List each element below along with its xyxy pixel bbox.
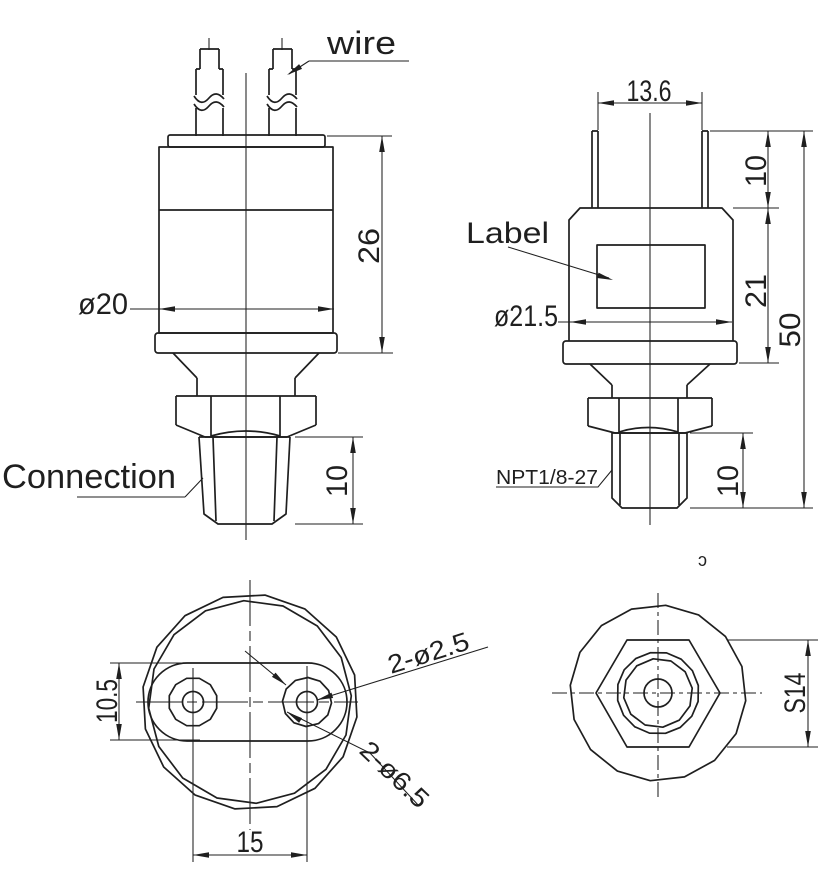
arrow-icon <box>596 272 614 283</box>
arrow-icon <box>350 508 356 524</box>
wire-leader <box>288 60 409 75</box>
side-view: 13.6 10 Label ø21.5 21 50 NPT1/8-27 10 ɔ <box>466 75 813 570</box>
arrow-icon <box>116 724 122 740</box>
small-hole-leader <box>316 646 489 701</box>
terminal-pitch-value: 15 <box>237 826 264 859</box>
wire-terminal-right <box>266 48 298 136</box>
label-callout: Label <box>466 217 549 250</box>
terminal-boss-left <box>168 677 218 727</box>
bottom-outline <box>142 594 358 810</box>
hex-chamfer-circle <box>616 651 700 735</box>
arrow-icon <box>285 64 303 78</box>
bottom-centerlines <box>136 580 358 862</box>
hex-thread-circle <box>622 657 694 729</box>
hex-view: S14 <box>552 593 818 798</box>
arrow-icon <box>193 852 209 858</box>
side-dimensions <box>496 92 813 509</box>
arrow-icon <box>765 131 771 147</box>
arrow-icon <box>801 131 807 147</box>
side-body <box>568 207 734 341</box>
arrow-icon <box>159 306 175 312</box>
terminal-slot <box>147 662 348 742</box>
bottom-view: 10.5 15 2-ø2.5 2-ø6.5 <box>91 580 489 862</box>
hex-outline <box>569 604 747 782</box>
side-neck <box>611 385 688 398</box>
side-connector-shroud <box>591 130 709 208</box>
terminal-hole-left <box>181 690 205 714</box>
front-thread-length-value: 10 <box>321 465 354 497</box>
label-leader <box>507 246 610 279</box>
arrow-icon <box>116 663 122 679</box>
arrow-icon <box>805 731 811 747</box>
dim-connector-height <box>710 130 813 364</box>
dim-front-height <box>327 135 393 354</box>
arrow-icon <box>291 852 307 858</box>
front-flange <box>154 332 338 354</box>
front-outline <box>154 48 338 525</box>
front-taper <box>172 352 320 379</box>
overall-height-value: 50 <box>774 313 807 348</box>
arrow-icon <box>740 433 746 449</box>
arrow-icon <box>765 347 771 363</box>
front-dimensions <box>77 60 409 525</box>
front-centerlines <box>208 38 283 540</box>
dim-connector-width <box>597 92 703 130</box>
side-label-area <box>596 244 706 309</box>
arrow-icon <box>379 337 385 353</box>
front-diameter-value: ø20 <box>78 288 128 321</box>
arrow-icon <box>765 192 771 208</box>
slot-height-value: 10.5 <box>91 679 124 723</box>
front-threaded-stud <box>198 436 291 525</box>
thread-spec-label: NPT1/8-27 <box>496 467 598 489</box>
wire-terminal-left <box>193 48 225 136</box>
hex-nut-profile <box>595 639 721 748</box>
front-height-value: 26 <box>353 228 386 264</box>
terminal-hole-right <box>295 690 319 714</box>
boss-holes-value: 2-ø6.5 <box>354 735 436 815</box>
side-outline <box>562 130 738 509</box>
side-taper <box>589 363 711 386</box>
hex-flange-circle <box>569 604 747 782</box>
arrow-icon <box>805 640 811 656</box>
hex-dimensions <box>727 639 818 748</box>
bottom-dimensions <box>110 646 489 858</box>
wire-label: wire <box>326 25 396 61</box>
connection-leader <box>77 477 204 498</box>
connector-width-value: 13.6 <box>627 75 672 108</box>
arrow-icon <box>350 437 356 453</box>
hex-port-hole <box>643 678 673 708</box>
side-flange <box>562 340 738 365</box>
front-hex-nut <box>175 395 317 438</box>
arrow-icon <box>318 306 334 312</box>
dim-wrench-size <box>727 639 818 748</box>
connection-label: Connection <box>2 458 176 496</box>
side-thread-length-value: 10 <box>712 465 745 497</box>
arrow-icon <box>716 319 732 325</box>
arrow-icon <box>570 319 586 325</box>
arrow-icon <box>379 136 385 152</box>
bottom-outer-rim <box>142 594 358 810</box>
terminal-holes-value: 2-ø2.5 <box>384 626 473 680</box>
bottom-inner-rim <box>147 599 353 805</box>
front-neck <box>196 378 296 396</box>
connector-height-value: 10 <box>740 155 773 187</box>
arrow-icon <box>686 100 702 106</box>
hex-centerlines <box>552 593 762 798</box>
terminal-boss-right <box>281 676 333 728</box>
side-threaded-stud <box>611 432 688 509</box>
side-body-height-value: 21 <box>740 274 773 308</box>
arrow-icon <box>765 208 771 224</box>
side-diameter-value: ø21.5 <box>494 300 558 333</box>
front-view: wire Connection ø20 26 10 <box>2 25 409 540</box>
dim-side-thread-length <box>690 432 813 509</box>
wrench-size-value: S14 <box>779 673 812 714</box>
stray-mark: ɔ <box>698 550 707 570</box>
arrow-icon <box>801 492 807 508</box>
npt-leader <box>496 469 613 488</box>
arrow-icon <box>598 100 614 106</box>
